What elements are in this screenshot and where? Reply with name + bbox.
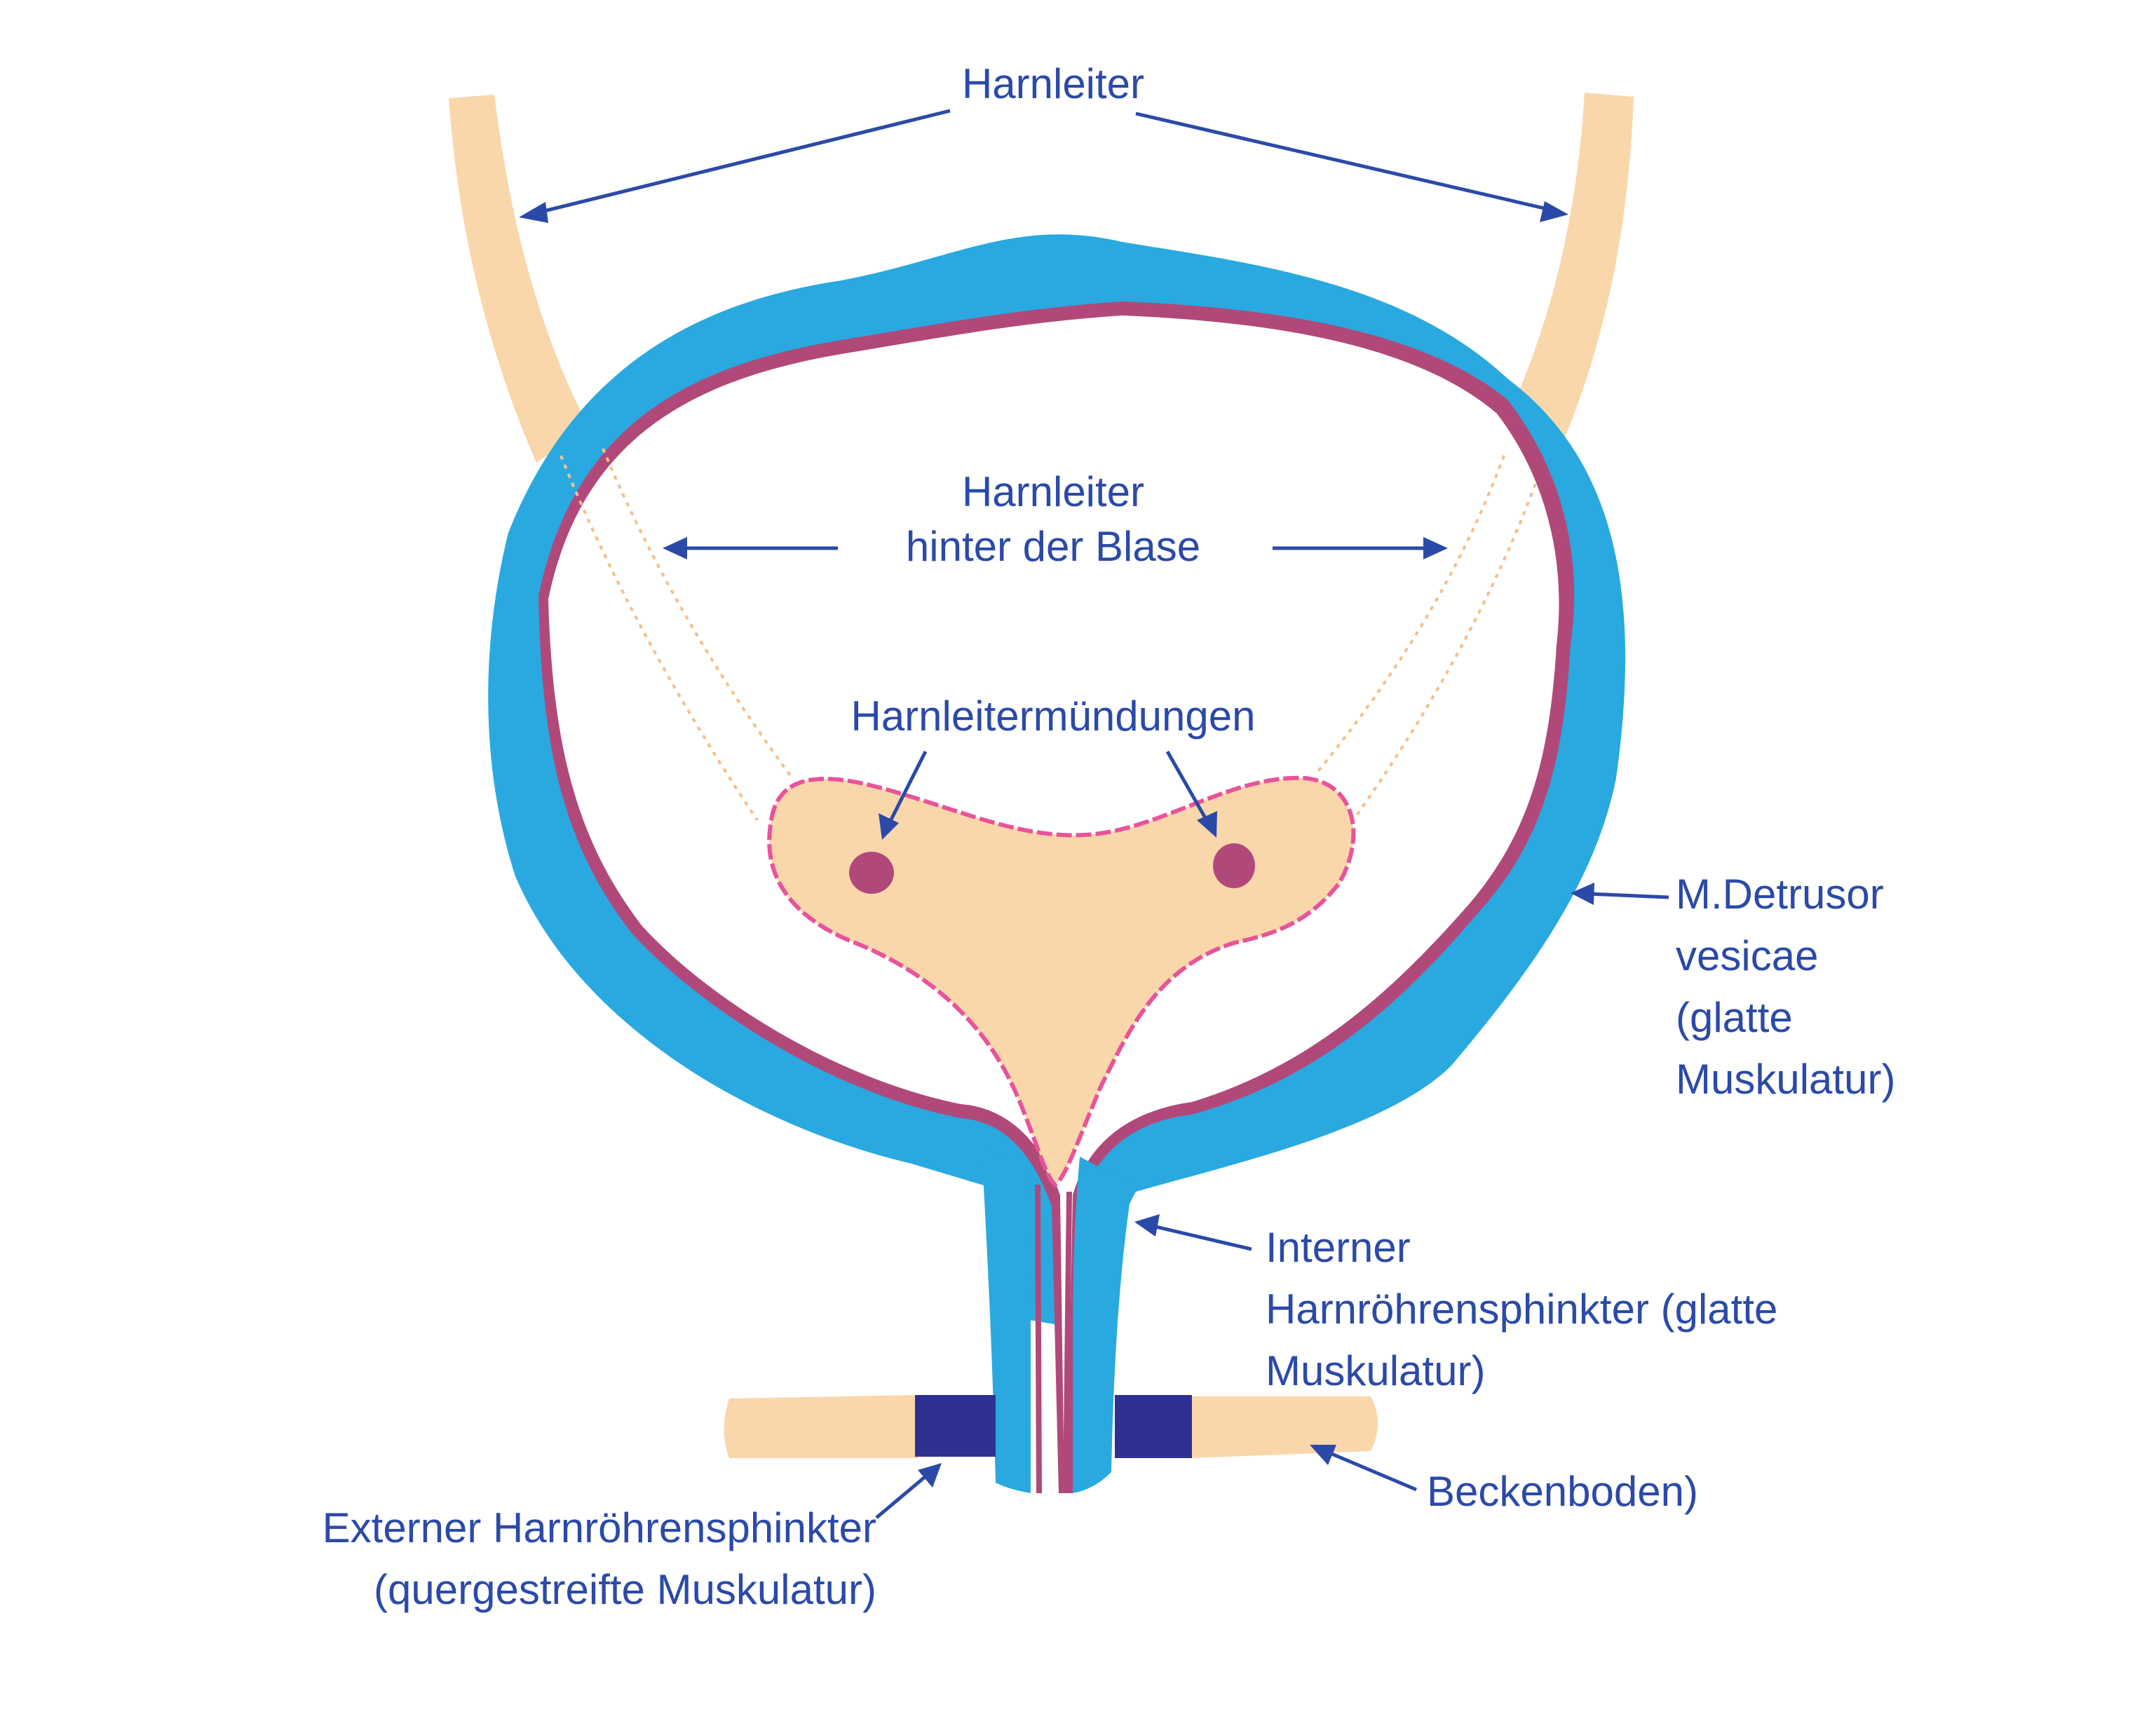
label-interner-3: Muskulatur) [1266,1347,1485,1394]
label-detrusor-3: (glatte [1676,994,1793,1041]
leader-detrusor [1587,892,1669,899]
label-externer-2: (quergestreifte Muskulatur) [374,1566,876,1613]
arrowhead-hinter-left [663,537,687,559]
pelvic-floor-left [724,1395,918,1458]
arrowhead-harnleiter-left [519,202,548,223]
label-muendungen: Harnleitermündungen [850,693,1255,740]
leader-muendung-right [1165,750,1209,823]
label-harnleiter: Harnleiter [962,60,1144,107]
external-sphincter-left [915,1395,996,1457]
label-detrusor-2: vesicae [1676,932,1818,979]
label-externer-1: Externer Harnröhrensphinkter [323,1504,876,1551]
right-ureter [1507,93,1634,449]
urethra-wall-right [1073,1157,1132,1493]
label-interner-1: Interner [1266,1224,1411,1271]
left-ureter-hidden [560,455,759,822]
arrowhead-hinter-right [1423,537,1448,559]
pelvic-floor-right [1192,1396,1378,1458]
leader-interner [1149,1223,1252,1251]
external-sphincter-right [1115,1395,1192,1458]
arrowhead-beckenboden [1310,1445,1336,1465]
label-beckenboden: Beckenboden) [1427,1468,1698,1515]
arrowhead-harnleiter-right [1540,201,1568,222]
arrowhead-muendung-right [1197,811,1217,838]
left-ureteral-orifice [849,852,894,894]
left-ureter [449,95,589,463]
leader-harnleiter-right [1135,111,1554,212]
trigone [767,775,1356,1188]
arrowhead-muendung-left [879,813,899,840]
urethra-mucosa [1035,1184,1072,1494]
right-ureter-hidden [1317,455,1505,773]
label-interner-2: Harnröhrensphinkter (glatte [1266,1286,1777,1333]
arrowhead-detrusor [1571,883,1594,905]
leader-harnleiter-left [532,109,951,216]
leader-muendung-left [887,750,928,825]
leader-beckenboden [1324,1449,1417,1492]
label-hinter-line1: Harnleiter [962,468,1144,515]
label-detrusor-1: M.Detrusor [1676,871,1884,918]
right-ureter-hidden-2 [1352,483,1537,822]
left-ureter-hidden-2 [602,448,794,780]
right-ureteral-orifice [1213,843,1255,888]
arrowhead-interner [1134,1214,1160,1237]
label-detrusor-4: Muskulatur) [1676,1056,1895,1103]
leader-externer [875,1472,930,1519]
label-hinter-line2: hinter der Blase [906,523,1200,570]
arrowhead-externer [918,1463,942,1488]
